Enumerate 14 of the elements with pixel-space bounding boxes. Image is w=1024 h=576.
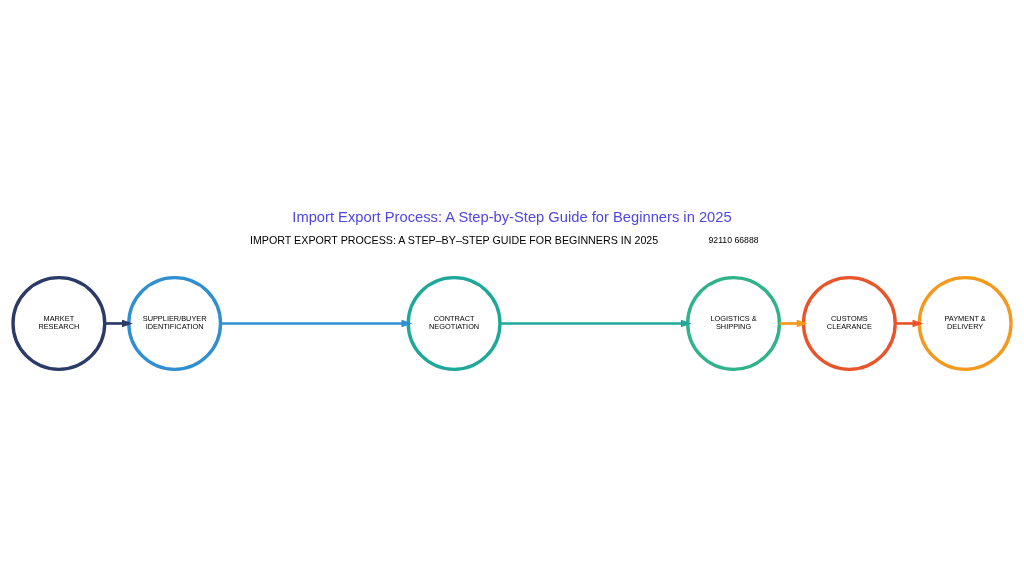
node-circle: SUPPLIER/BUYER IDENTIFICATION — [127, 275, 223, 371]
node-circle: MARKET RESEARCH — [11, 275, 107, 371]
arrow — [220, 319, 413, 327]
label: IMPORT EXPORT PROCESS: A STEP–BY–STEP GUIDE FOR BEGINNERS IN 2025 — [249, 233, 659, 246]
arrow — [895, 319, 924, 327]
node-circle: CUSTOMS CLEARANCE — [801, 275, 897, 371]
node-circle: LOGISTICS & SHIPPING — [686, 275, 782, 371]
diagram-title: Import Export Process: A Step-by-Step Guide for Beginners in 2025 — [292, 208, 732, 225]
arrow — [500, 319, 692, 327]
node-circle: CONTRACT NEGOTIATION — [406, 275, 502, 371]
arrow — [779, 319, 808, 327]
arrow — [104, 319, 133, 327]
node-circle: PAYMENT & DELIVERY — [917, 275, 1013, 371]
label: 92110 66888 — [708, 234, 759, 245]
